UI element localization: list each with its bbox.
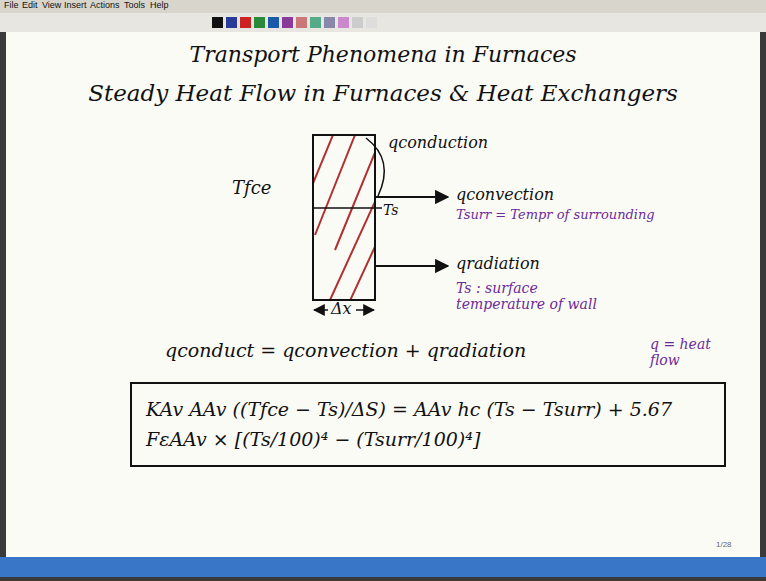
wall-midline xyxy=(313,207,382,209)
page-ground xyxy=(6,32,760,557)
heat-flow-label: qconvection xyxy=(456,186,554,204)
heat-flow-label: qradiation xyxy=(456,255,540,273)
thickness-arrow xyxy=(314,309,328,311)
equation-text: KAv AAv ((Tfce − Ts)/ΔS) = AAv hc (Ts − … xyxy=(146,394,710,455)
wall-hatching xyxy=(313,135,375,300)
definition-note: q = heat flow xyxy=(650,336,742,368)
heat-balance-equation: qconduct = qconvection + qradiation xyxy=(165,340,526,362)
conduction-curve xyxy=(366,138,384,196)
furnace-wall xyxy=(313,135,375,300)
slide-title: Transport Phenomena in Furnaces xyxy=(0,42,766,67)
dimension-label: Δx xyxy=(331,300,352,318)
variable-label: Tfce xyxy=(232,178,271,199)
thickness-arrow xyxy=(356,309,374,311)
definition-note: Ts : surface temperature of wall xyxy=(456,280,631,312)
menu-item: View xyxy=(42,0,61,10)
menu-item: Actions xyxy=(90,0,120,10)
convection-arrow xyxy=(375,196,448,198)
heat-flow-label: qconduction xyxy=(388,134,488,152)
menu-bar xyxy=(0,0,766,13)
page-scroll-bar xyxy=(0,557,766,577)
menu-item: Tools xyxy=(124,0,145,10)
equation-box: KAv AAv ((Tfce − Ts)/ΔS) = AAv hc (Ts − … xyxy=(130,382,726,467)
toolbar-swatches xyxy=(212,17,377,28)
menu-item: Help xyxy=(150,0,169,10)
tool-bar xyxy=(0,13,766,32)
menu-item: File xyxy=(4,0,19,10)
variable-label: Ts xyxy=(383,202,399,218)
menu-item: Insert xyxy=(64,0,87,10)
slide-subtitle: Steady Heat Flow in Furnaces & Heat Exch… xyxy=(0,80,766,106)
radiation-arrow xyxy=(375,265,448,267)
menu-item: Edit xyxy=(22,0,38,10)
page-number: 1/28 xyxy=(716,540,732,549)
definition-note: Tsurr = Tempr of surrounding xyxy=(456,208,655,223)
